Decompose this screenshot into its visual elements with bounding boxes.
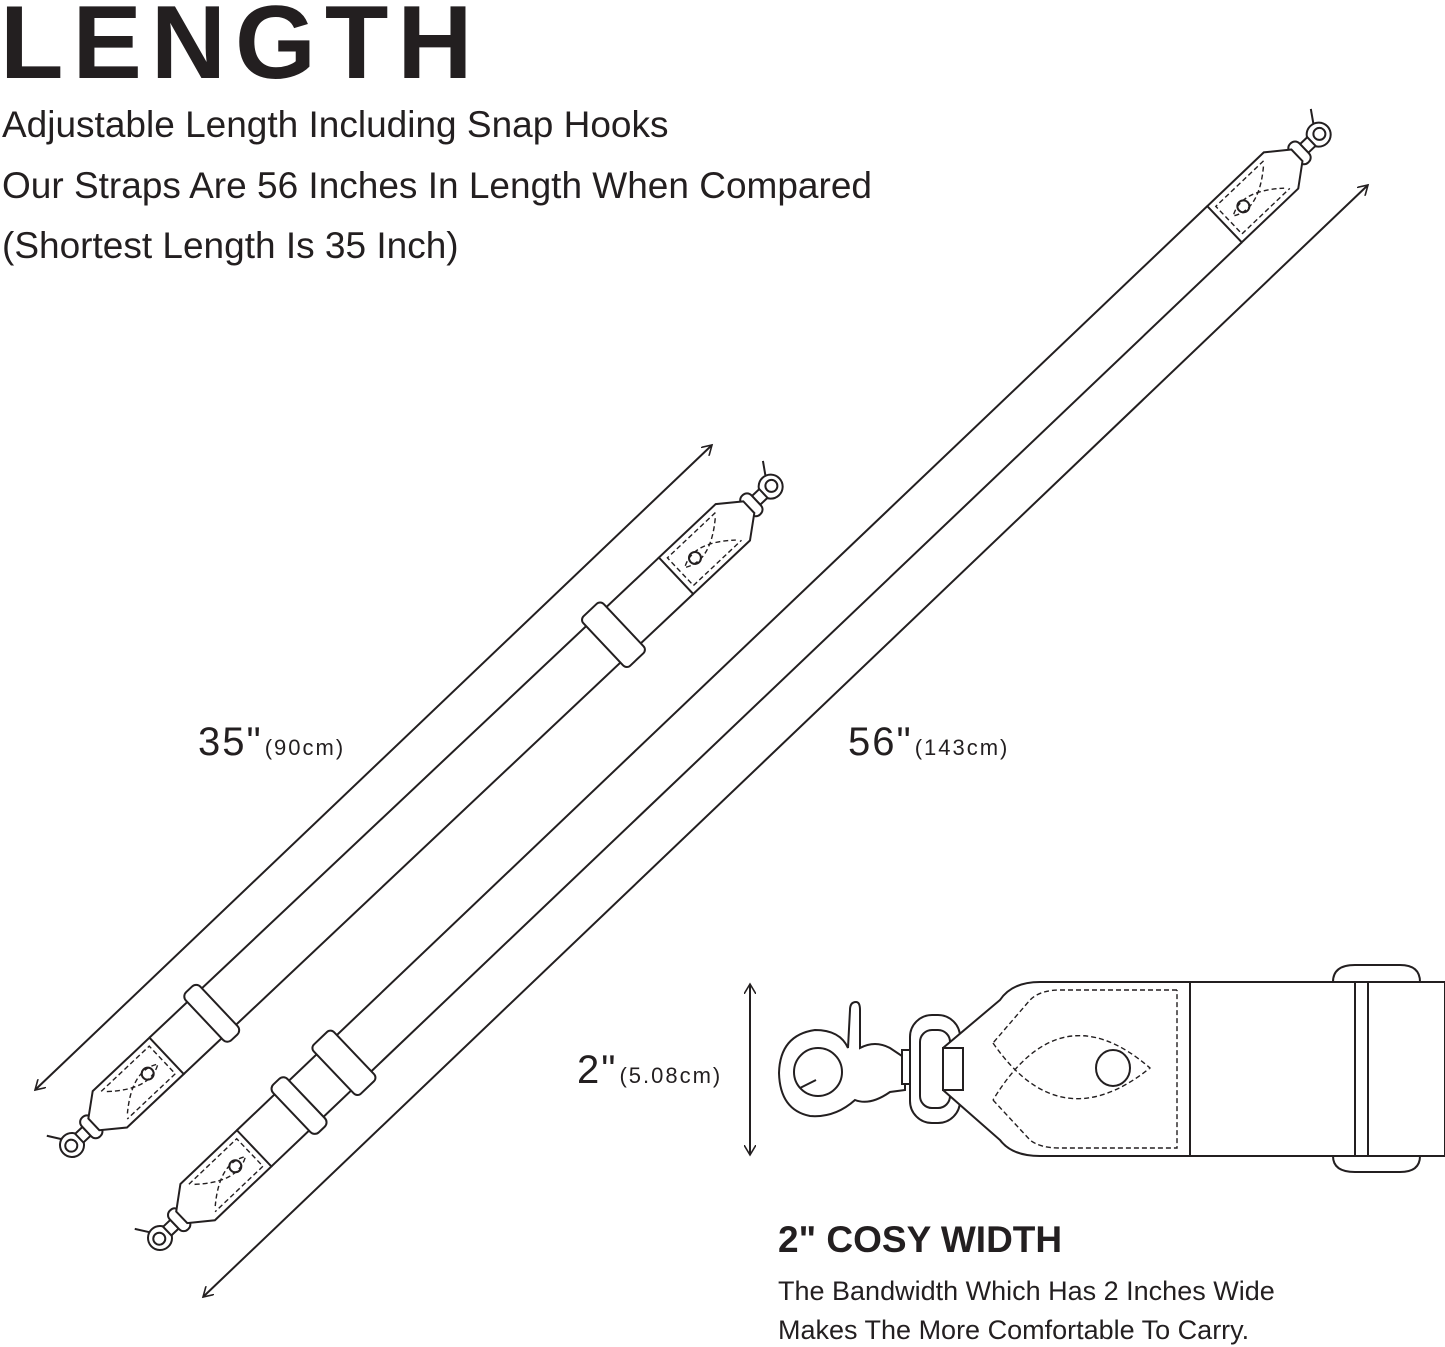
subtitle-line-2: Our Straps Are 56 Inches In Length When … bbox=[2, 165, 872, 206]
short-strap bbox=[45, 459, 798, 1173]
short-length-label: 35"(90cm) bbox=[198, 720, 345, 764]
keeper-loop bbox=[183, 983, 241, 1043]
rivet-hole bbox=[1095, 1049, 1131, 1087]
slider-buckle bbox=[311, 1029, 377, 1097]
snap-hook-icon bbox=[777, 1000, 906, 1118]
page-title: LENGTH bbox=[0, 0, 482, 101]
short-length-arrow bbox=[35, 445, 712, 1090]
feature-line-2: Makes The More Comfortable To Carry. bbox=[778, 1315, 1249, 1345]
long-length-arrow bbox=[203, 185, 1368, 1297]
subtitle-line-1: Adjustable Length Including Snap Hooks bbox=[2, 104, 668, 145]
keeper-bar bbox=[1354, 981, 1369, 1157]
keeper-loop bbox=[270, 1076, 328, 1135]
width-label: 2"(5.08cm) bbox=[577, 1048, 722, 1092]
long-length-label: 56"(143cm) bbox=[848, 720, 1009, 764]
long-strap bbox=[133, 107, 1346, 1266]
subtitle-line-3: (Shortest Length Is 35 Inch) bbox=[2, 225, 459, 266]
feature-line-1: The Bandwidth Which Has 2 Inches Wide bbox=[778, 1276, 1275, 1306]
feature-title: 2" COSY WIDTH bbox=[778, 1219, 1062, 1260]
slider-buckle bbox=[581, 601, 646, 669]
strap-closeup bbox=[777, 964, 1445, 1173]
